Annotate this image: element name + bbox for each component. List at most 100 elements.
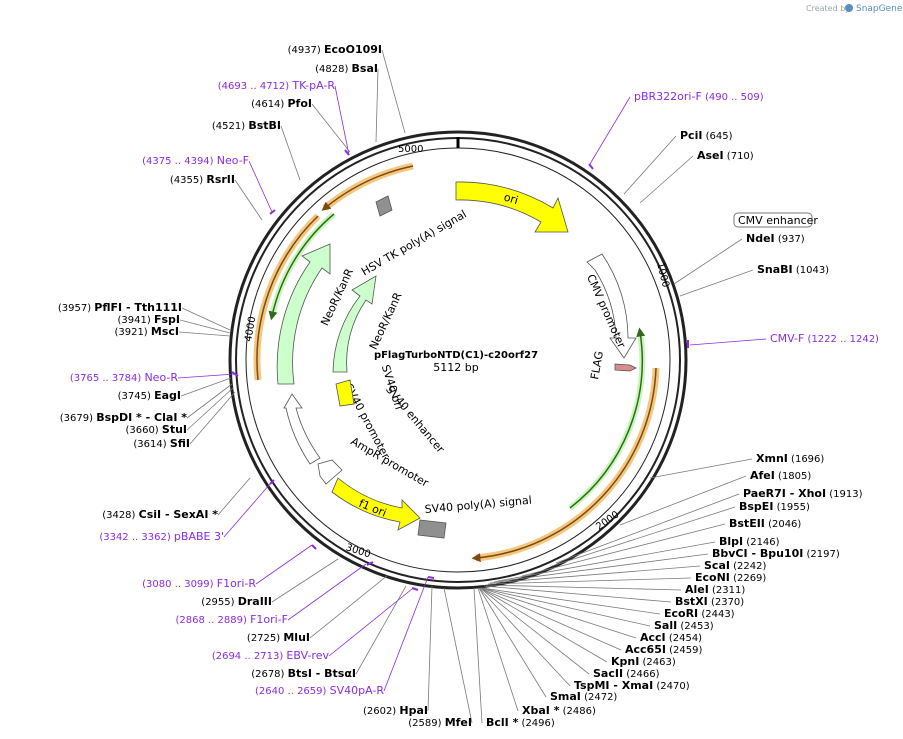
enzyme-label: SalI (2453) [654,619,714,632]
leader-line [186,387,234,431]
leader-line [479,587,608,663]
site-position: (1043) [793,265,830,276]
site-name: SalI [654,619,677,632]
site-name: PfoI [288,97,313,110]
enzyme-label: AleI (2311) [685,583,745,596]
site-name: BsaI [352,62,378,75]
site-name: BtsI [288,667,312,680]
enzyme-label: (3921) MscI [114,325,179,338]
site-position: (3080 .. 3099) [142,579,217,590]
site-position: (2197) [803,549,840,560]
enzyme-label: XbaI * (2486) [522,704,596,717]
leader-line [619,475,747,526]
enzyme-label: (3745) EagI [118,389,181,402]
site-position: (2868 .. 2889) [175,615,250,626]
enzyme-label: TspMI - XmaI (2470) [574,679,690,692]
feature-f1-ori-label: f1 ori [357,497,388,520]
leader-line [489,565,701,584]
leader-line [181,307,231,331]
enzyme-label: (2602) HpaI [363,704,428,717]
feature-sv40-enhancer-label: SV40 enhancer [383,383,447,456]
feature-hsv-tk-polya-label: HSV TK poly(A) signal [359,208,469,279]
site-position: (3765 .. 3784) [70,373,145,384]
feature-hsv-tk-polya [375,195,393,217]
feature-neor-inner [332,275,377,373]
leader-line [485,584,682,591]
leader-line [478,587,547,698]
site-position: (3941) [118,315,154,326]
site-name-secondary: - Tth111I [122,301,182,314]
orf-arc-left [256,215,319,381]
site-position: (4828) [315,64,351,75]
site-name: HpaI [399,704,428,717]
site-position: (3745) [118,391,154,402]
leader-line [679,269,754,297]
enzyme-label: (3660) StuI [125,423,187,436]
leader-line [178,331,231,337]
enzyme-label: Acc65I (2459) [625,643,702,656]
enzyme-label: (4828) BsaI [315,62,378,75]
site-name: KpnI [611,655,639,668]
site-name: EBV-rev [286,649,329,662]
enzyme-label: ScaI (2242) [704,559,766,572]
plasmid-name: pFlagTurboNTD(C1)-c20orf27 [374,350,538,361]
enzyme-label: (4937) EcoO109I [288,43,382,56]
primer-label: (2868 .. 2889) F1ori-F [175,613,288,626]
leader-line [271,558,339,603]
site-name: XmnI [756,452,788,465]
leader-line [186,383,233,419]
leader-line [479,587,622,651]
site-position: (2678) [251,669,287,680]
primer-label: (2640 .. 2659) SV40pA-R [255,684,384,697]
leader-line [555,493,740,564]
site-position: (1696) [788,454,825,465]
site-position: (2454) [666,633,703,644]
plasmid-size: 5112 bp [433,361,478,374]
insert-orf2-glow [475,367,660,562]
leader-line [334,85,350,156]
leader-line [673,238,743,285]
site-name: Acc65I [625,643,666,656]
insert-orf2-arc [471,367,657,563]
site-name: F1ori-F [250,613,288,626]
enzyme-label: NdeI (937) [746,232,805,245]
leader-line [443,587,473,724]
site-position: (1955) [773,502,810,513]
site-name: Neo-F [217,154,249,167]
leader-line [487,577,692,585]
enzyme-label: AccI (2454) [640,631,702,644]
leader-line [483,585,672,603]
site-position: (2459) [666,645,703,656]
site-position: (1222 .. 1242) [804,334,879,345]
site-name: MfeI [445,716,472,729]
site-name: SV40pA-R [330,684,385,697]
site-name: NdeI [746,232,775,245]
feature-f1-ori [331,477,421,531]
enzyme-label: BspEI (1955) [739,500,810,513]
enzyme-label: BstEII (2046) [729,517,801,530]
site-name: SfiI [170,437,190,450]
site-position: (2242) [730,561,767,572]
site-position: (3342 .. 3362) [99,532,174,543]
site-name-secondary: - XmaI [610,679,654,692]
site-position: (2443) [698,609,735,620]
site-position: (3428) [102,510,138,521]
site-position: (3614) [133,439,169,450]
site-name: CMV-F [770,332,804,345]
site-name: TK-pA-R [291,79,335,92]
site-name: AleI [685,583,709,596]
primer-label: CMV-F (1222 .. 1242) [770,332,879,345]
leader-line [623,135,677,195]
leader-lines [177,49,767,724]
leader-line [287,563,367,621]
site-position: (2146) [743,537,780,548]
ruler-5000: 5000 [398,144,423,155]
feature-flag-label: FLAG [588,350,606,380]
primer-label: (3080 .. 3099) F1ori-R [142,577,256,590]
enzyme-label: (2955) DraIII [201,595,272,608]
leader-line [639,155,694,204]
primer-label: pBR322ori-F (490 .. 509) [634,90,764,103]
enzyme-label: (2678) BtsI - BtsαI [251,667,356,680]
enzyme-label: (4355) RsrII [170,173,235,186]
